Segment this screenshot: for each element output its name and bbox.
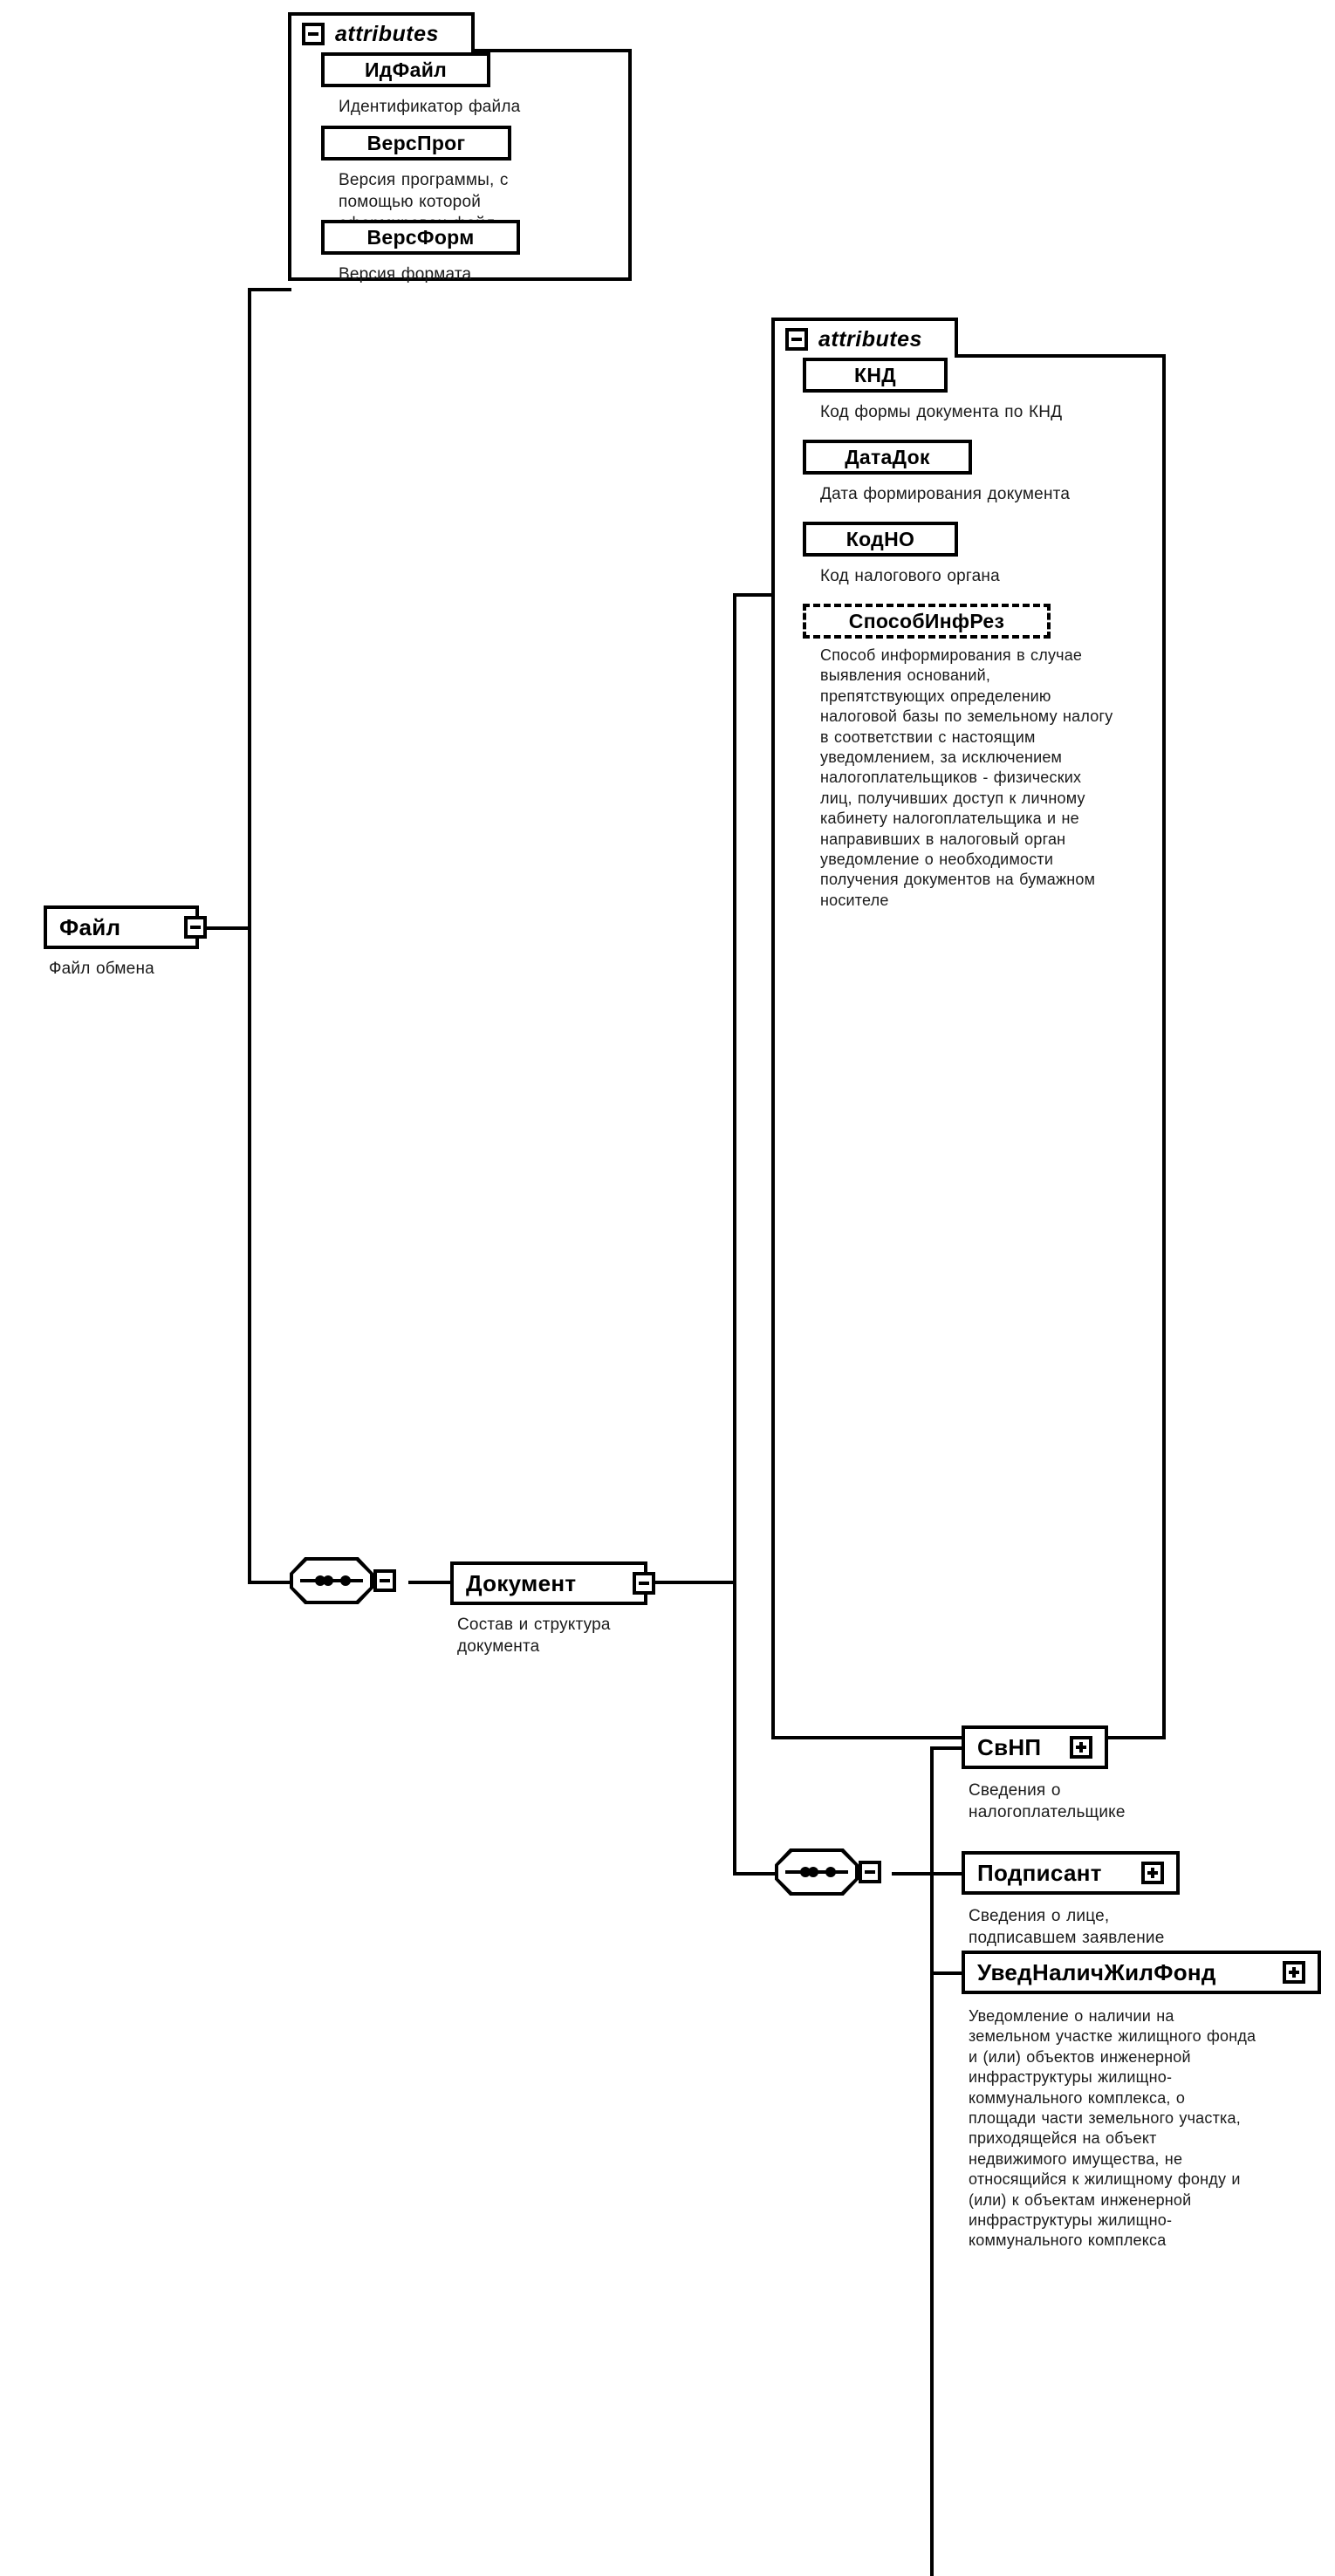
- connector-trunk2-to-sequence2: [733, 1872, 775, 1876]
- element-node-podpisant-label: Подписант: [977, 1859, 1102, 1886]
- svnp-node-shadow-right: [1106, 1732, 1119, 1781]
- minus-icon[interactable]: [633, 1572, 655, 1595]
- element-node-svnp[interactable]: СвНП: [962, 1725, 1108, 1769]
- attribute-box-kodno-label: КодНО: [846, 527, 915, 550]
- plus-icon[interactable]: [1141, 1862, 1164, 1884]
- connector-trunk-to-attributes1: [248, 288, 291, 291]
- minus-icon[interactable]: [785, 328, 808, 351]
- sequence1-shadow: [298, 1603, 386, 1614]
- sequence-dots-icon: [300, 1575, 363, 1586]
- podpisant-node-shadow-right: [1178, 1858, 1190, 1907]
- element-node-svnp-caption: Сведения о налогоплательщике: [969, 1781, 1126, 1822]
- attribute-box-kodno[interactable]: КодНО: [803, 522, 958, 557]
- attribute-box-sposobinfrez[interactable]: СпособИнфРез: [803, 604, 1051, 639]
- plus-icon[interactable]: [1070, 1736, 1092, 1759]
- element-node-podpisant[interactable]: Подписант: [962, 1851, 1180, 1895]
- connector-trunk-to-sequence1: [248, 1581, 290, 1584]
- attribute-box-versform-label: ВерсФорм: [366, 225, 475, 249]
- connector-fan-to-svnp: [930, 1746, 962, 1750]
- connector-fan-to-podpisant: [930, 1872, 962, 1876]
- element-node-podpisant-caption: Сведения о лице, подписавшем заявление: [969, 1907, 1165, 1948]
- element-node-document-label: Документ: [466, 1569, 577, 1596]
- attribute-caption-sposobinfrez: Способ информирования в случае выявления…: [820, 646, 1113, 909]
- attributes-panel-document-header[interactable]: attributes: [771, 318, 958, 358]
- sequence-compositor-2[interactable]: [775, 1848, 881, 1896]
- attribute-box-sposobinfrez-label: СпособИнфРез: [848, 609, 1005, 632]
- minus-icon[interactable]: [373, 1569, 396, 1592]
- uved-node-shadow-right: [1319, 1958, 1332, 2006]
- attribute-box-knd[interactable]: КНД: [803, 358, 948, 393]
- attribute-box-knd-label: КНД: [854, 363, 896, 386]
- attributes-panel-file-header[interactable]: attributes: [288, 12, 475, 52]
- attribute-box-datadok-label: ДатаДок: [845, 445, 930, 468]
- connector-sequence2-to-fan: [892, 1872, 934, 1876]
- uved-node-shadow: [972, 1994, 1332, 2006]
- sequence-compositor-1[interactable]: [290, 1557, 396, 1604]
- attribute-box-versform[interactable]: ВерсФорм: [321, 220, 520, 255]
- sequence2-shadow: [784, 1895, 871, 1905]
- sequence-dots-icon: [785, 1867, 848, 1877]
- connector-file-to-trunk: [199, 926, 250, 930]
- attributes-panel-document-title: attributes: [818, 326, 922, 352]
- attribute-box-versprog-label: ВерсПрог: [366, 131, 466, 154]
- attribute-caption-datadok: Дата формирования документа: [820, 485, 1071, 503]
- plus-icon[interactable]: [1283, 1961, 1305, 1984]
- attribute-caption-versform: Версия формата: [339, 265, 472, 284]
- element-node-file-caption: Файл обмена: [49, 960, 154, 978]
- element-node-uvednalichzhilfond-caption: Уведомление о наличии на земельном участ…: [969, 2007, 1256, 2250]
- connector-trunk-vertical: [248, 288, 251, 1584]
- connector-fan-to-uved: [930, 1971, 962, 1975]
- sequence-dot-icon: [800, 1867, 811, 1877]
- element-node-file[interactable]: Файл: [44, 905, 207, 949]
- attribute-box-idfile-label: ИдФайл: [364, 58, 448, 81]
- element-node-uvednalichzhilfond-label: УведНаличЖилФонд: [977, 1958, 1216, 1985]
- attribute-caption-knd: Код формы документа по КНД: [820, 403, 1063, 421]
- attribute-box-idfile[interactable]: ИдФайл: [321, 52, 490, 87]
- connector-fan-vertical: [930, 1746, 934, 2576]
- connector-document-to-trunk2: [646, 1581, 736, 1584]
- connector-trunk2-to-attributes2: [733, 593, 775, 597]
- attribute-box-datadok[interactable]: ДатаДок: [803, 440, 972, 475]
- minus-icon[interactable]: [184, 916, 207, 939]
- sequence-dot-icon: [315, 1575, 325, 1586]
- connector-trunk2-vertical: [733, 593, 736, 1876]
- attribute-caption-idfile: Идентификатор файла: [339, 98, 521, 116]
- element-node-document[interactable]: Документ: [450, 1561, 655, 1605]
- connector-sequence1-to-document: [408, 1581, 450, 1584]
- element-node-uvednalichzhilfond[interactable]: УведНаличЖилФонд: [962, 1951, 1321, 1994]
- element-node-file-label: Файл: [59, 913, 121, 940]
- element-node-svnp-label: СвНП: [977, 1733, 1042, 1760]
- connector-fan-vertical-clip: [930, 1746, 934, 1975]
- attribute-box-versprog[interactable]: ВерсПрог: [321, 126, 511, 161]
- attributes-panel-file-title: attributes: [335, 21, 439, 46]
- minus-icon[interactable]: [859, 1861, 881, 1883]
- minus-icon[interactable]: [302, 23, 325, 45]
- attribute-caption-kodno: Код налогового органа: [820, 567, 1000, 585]
- element-node-document-caption: Состав и структура документа: [457, 1616, 611, 1657]
- attributes-panel-document: [771, 354, 1166, 1739]
